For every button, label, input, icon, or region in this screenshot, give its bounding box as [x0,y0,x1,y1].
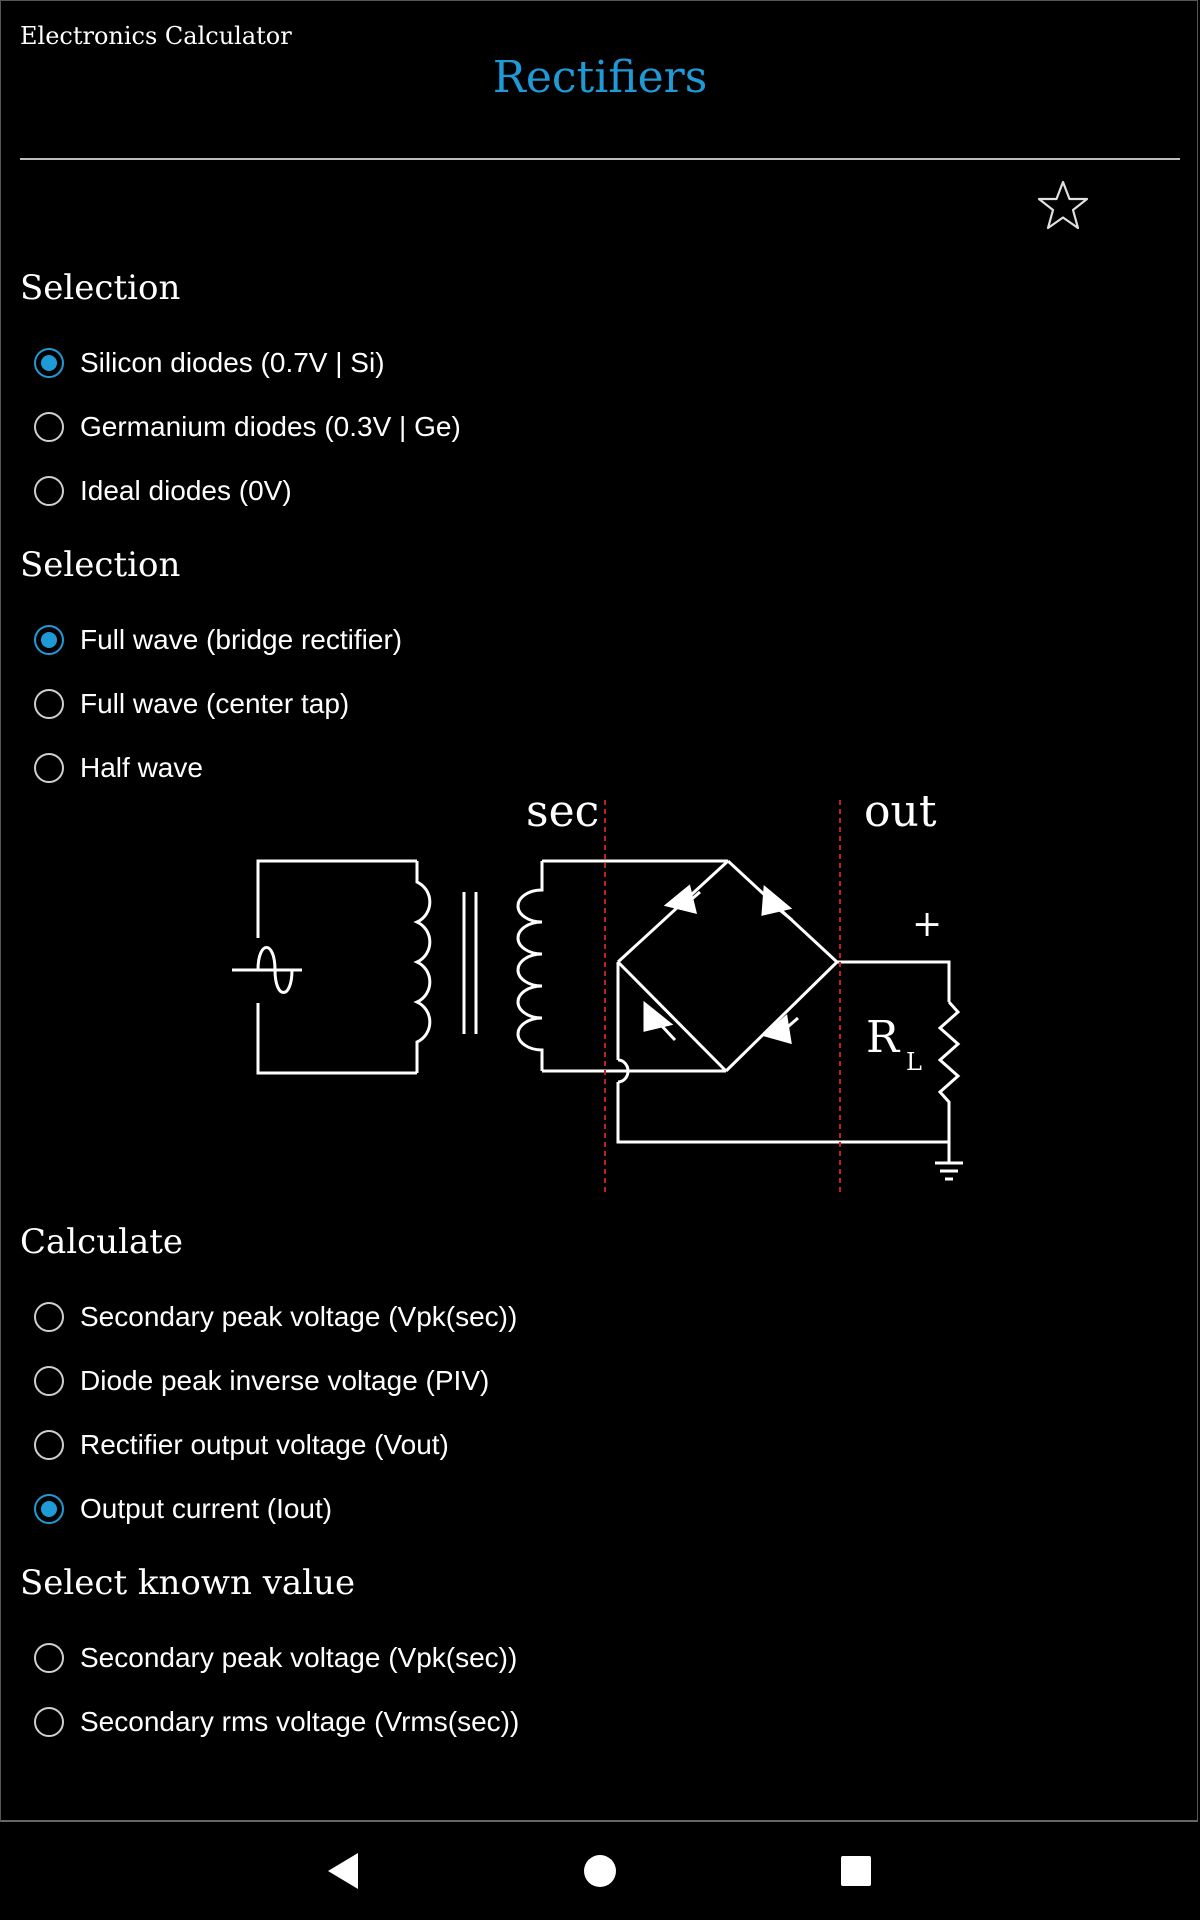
radio-half-wave[interactable]: Half wave [34,743,203,793]
radio-label: Ideal diodes (0V) [80,475,292,506]
home-icon[interactable] [540,1822,660,1920]
recents-icon[interactable] [796,1822,916,1920]
radio-silicon-diodes[interactable]: Silicon diodes (0.7V | Si) [34,338,385,388]
radio-calc-vpk-sec[interactable]: Secondary peak voltage (Vpk(sec)) [34,1292,517,1342]
out-label: out [864,790,937,837]
system-navigation-bar [0,1822,1200,1920]
load-subscript: L [906,1048,922,1076]
radio-button[interactable] [34,412,64,442]
back-icon[interactable] [284,1822,404,1920]
radio-button-checked[interactable] [34,625,64,655]
radio-calc-vout[interactable]: Rectifier output voltage (Vout) [34,1420,449,1470]
app-name: Electronics Calculator [20,22,292,50]
radio-known-vrms-sec[interactable]: Secondary rms voltage (Vrms(sec)) [34,1697,519,1747]
radio-button-checked[interactable] [34,1494,64,1524]
radio-button[interactable] [34,1643,64,1673]
page-title: Rectifiers [492,52,708,103]
radio-label: Secondary rms voltage (Vrms(sec)) [80,1706,520,1737]
plus-label: + [912,904,942,945]
radio-button[interactable] [34,689,64,719]
sec-label: sec [526,790,599,837]
section-title-rectifier-type: Selection [20,545,181,585]
radio-button-checked[interactable] [34,348,64,378]
load-label: R [866,1012,901,1063]
radio-label: Half wave [80,752,203,783]
radio-label: Output current (Iout) [80,1493,333,1524]
radio-button[interactable] [34,476,64,506]
bridge-rectifier-diagram: sec out + R L [232,790,963,1195]
radio-full-wave-center-tap[interactable]: Full wave (center tap) [34,679,349,729]
radio-full-wave-bridge[interactable]: Full wave (bridge rectifier) [34,615,402,665]
radio-calc-iout[interactable]: Output current (Iout) [34,1484,332,1534]
radio-label: Germanium diodes (0.3V | Ge) [80,411,461,442]
radio-label: Silicon diodes (0.7V | Si) [80,347,385,378]
radio-button[interactable] [34,1366,64,1396]
radio-label: Secondary peak voltage (Vpk(sec)) [80,1642,518,1673]
radio-calc-piv[interactable]: Diode peak inverse voltage (PIV) [34,1356,489,1406]
radio-button[interactable] [34,1302,64,1332]
app-frame [0,0,1198,1822]
section-title-known-value: Select known value [20,1563,356,1603]
radio-button[interactable] [34,1707,64,1737]
radio-label: Full wave (bridge rectifier) [80,624,403,655]
radio-label: Rectifier output voltage (Vout) [80,1429,449,1460]
star-outline-icon[interactable] [1035,178,1091,234]
radio-button[interactable] [34,1430,64,1460]
radio-ideal-diodes[interactable]: Ideal diodes (0V) [34,466,292,516]
radio-button[interactable] [34,753,64,783]
radio-germanium-diodes[interactable]: Germanium diodes (0.3V | Ge) [34,402,461,452]
radio-label: Secondary peak voltage (Vpk(sec)) [80,1301,518,1332]
section-title-calculate: Calculate [20,1222,184,1262]
section-title-diode-type: Selection [20,268,181,308]
radio-label: Full wave (center tap) [80,688,350,719]
radio-known-vpk-sec[interactable]: Secondary peak voltage (Vpk(sec)) [34,1633,517,1683]
title-divider [20,158,1180,160]
radio-label: Diode peak inverse voltage (PIV) [80,1365,490,1396]
